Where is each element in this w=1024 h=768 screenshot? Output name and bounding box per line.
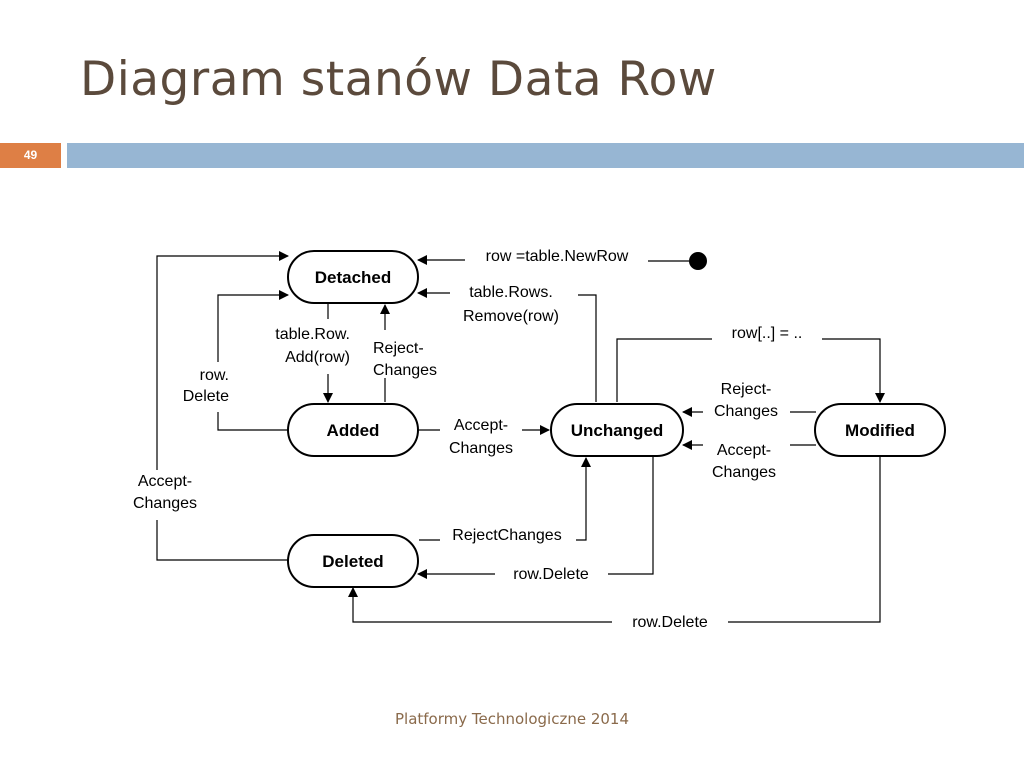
label-remove-line2: Remove(row) — [463, 308, 559, 325]
label-reject-added-line2: Changes — [373, 362, 437, 379]
edge-delete-unchanged — [417, 456, 654, 579]
label-accept-modified-line1: Accept- — [717, 442, 771, 459]
label-reject-modified-line1: Reject- — [721, 381, 772, 398]
label-accept-added-line2: Changes — [449, 440, 513, 457]
edge-row-delete-added — [217, 290, 289, 431]
state-deleted-label: Deleted — [322, 552, 383, 571]
slide-number: 49 — [0, 143, 61, 168]
label-add-line2: Add(row) — [285, 349, 350, 366]
slide-title: Diagram stanów Data Row — [80, 52, 717, 107]
label-reject-added-line1: Reject- — [373, 340, 424, 357]
state-added: Added — [287, 403, 419, 457]
state-added-label: Added — [327, 421, 380, 440]
label-reject-modified-line2: Changes — [714, 403, 778, 420]
edge-row-assign — [616, 338, 885, 403]
label-row-delete-added-line2: Delete — [183, 388, 229, 405]
state-deleted: Deleted — [287, 534, 419, 588]
label-add-line1: table.Row. — [275, 326, 350, 343]
slide-footer: Platformy Technologiczne 2014 — [394, 710, 630, 728]
label-accept-added-line1: Accept- — [454, 417, 508, 434]
label-delete-unchanged: row.Delete — [513, 566, 589, 583]
state-detached: Detached — [287, 250, 419, 304]
label-accept-deleted-line1: Accept- — [138, 473, 192, 490]
edge-reject-deleted — [419, 457, 591, 541]
label-accept-modified-line2: Changes — [712, 464, 776, 481]
label-reject-deleted: RejectChanges — [452, 527, 561, 544]
label-row-delete-added-line1: row. — [200, 367, 229, 384]
edge-delete-modified — [348, 456, 881, 623]
state-modified: Modified — [814, 403, 946, 457]
edge-accept-deleted — [156, 251, 289, 561]
label-row-assign: row[..] = .. — [732, 325, 803, 342]
title-divider-bar — [67, 143, 1024, 168]
label-new-row: row =table.NewRow — [486, 248, 629, 265]
initial-state-dot — [689, 252, 707, 270]
state-modified-label: Modified — [845, 421, 915, 440]
state-detached-label: Detached — [315, 268, 392, 287]
label-accept-deleted-line2: Changes — [133, 495, 197, 512]
state-unchanged-label: Unchanged — [571, 421, 664, 440]
label-remove-line1: table.Rows. — [469, 284, 553, 301]
state-unchanged: Unchanged — [550, 403, 684, 457]
edge-new-row — [417, 252, 707, 270]
edge-remove — [417, 288, 597, 402]
label-delete-modified: row.Delete — [632, 614, 708, 631]
